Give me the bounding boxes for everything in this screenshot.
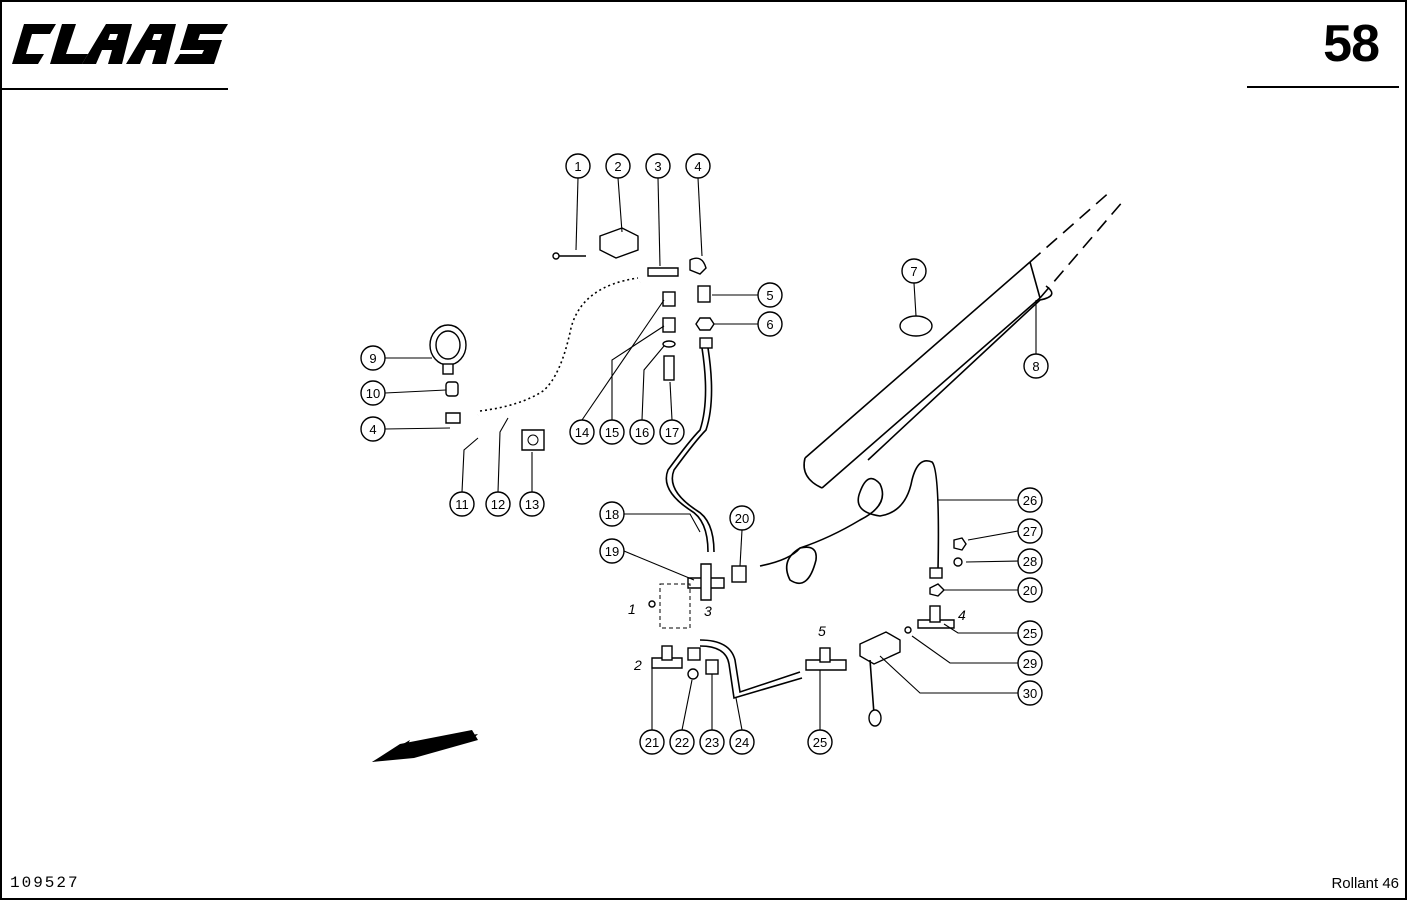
svg-text:29: 29	[1023, 656, 1037, 671]
callout-27: 27	[1017, 518, 1043, 544]
svg-text:22: 22	[675, 735, 689, 750]
callout-24: 24	[729, 729, 755, 755]
callout-7: 7	[901, 258, 927, 284]
pressure-gauge	[429, 324, 467, 424]
svg-text:30: 30	[1023, 686, 1037, 701]
callout-25-bottom: 25	[807, 729, 833, 755]
callout-6: 6	[757, 311, 783, 337]
distributor-block-2	[552, 227, 639, 260]
callout-26: 26	[1017, 487, 1043, 513]
callout-18: 18	[599, 501, 625, 527]
claas-logo	[12, 24, 228, 64]
svg-text:20: 20	[1023, 583, 1037, 598]
hose-clamp-7	[899, 315, 933, 337]
callout-1: 1	[565, 153, 591, 179]
callout-29: 29	[1017, 650, 1043, 676]
svg-text:4: 4	[694, 159, 701, 174]
header-rule-left	[0, 88, 228, 90]
svg-text:12: 12	[491, 497, 505, 512]
callout-3: 3	[645, 153, 671, 179]
svg-text:19: 19	[605, 544, 619, 559]
callout-28: 28	[1017, 548, 1043, 574]
port-label-5: 5	[818, 623, 826, 639]
lower-fittings	[687, 639, 847, 700]
svg-text:18: 18	[605, 507, 619, 522]
callout-14: 14	[569, 419, 595, 445]
callout-9: 9	[360, 345, 386, 371]
svg-text:23: 23	[705, 735, 719, 750]
callout-20-left: 20	[729, 505, 755, 531]
svg-text:4: 4	[369, 422, 376, 437]
svg-text:25: 25	[813, 735, 827, 750]
brake-valve-30	[859, 537, 967, 727]
svg-text:2: 2	[614, 159, 621, 174]
svg-text:20: 20	[735, 511, 749, 526]
callout-17: 17	[659, 419, 685, 445]
svg-text:11: 11	[455, 497, 469, 512]
hydraulic-hose-12	[477, 277, 641, 417]
svg-text:27: 27	[1023, 524, 1037, 539]
svg-text:24: 24	[735, 735, 749, 750]
svg-text:6: 6	[766, 317, 773, 332]
travel-direction-arrow-icon	[372, 730, 478, 762]
clamp-13	[521, 429, 545, 451]
callout-19: 19	[599, 538, 625, 564]
callout-23: 23	[699, 729, 725, 755]
svg-text:5: 5	[766, 288, 773, 303]
header-rule-right	[1247, 86, 1399, 88]
callout-16: 16	[629, 419, 655, 445]
callout-22: 22	[669, 729, 695, 755]
port-label-1: 1	[628, 601, 636, 617]
page-number: 58	[1323, 15, 1380, 73]
leader-lines	[384, 177, 1037, 731]
callout-11: 11	[449, 491, 475, 517]
callout-5: 5	[757, 282, 783, 308]
valve-block-1	[648, 583, 691, 669]
svg-text:14: 14	[575, 425, 589, 440]
svg-text:16: 16	[635, 425, 649, 440]
callout-25-right: 25	[1017, 620, 1043, 646]
port-label-2: 2	[633, 657, 642, 673]
svg-text:17: 17	[665, 425, 679, 440]
callout-13: 13	[519, 491, 545, 517]
svg-text:3: 3	[654, 159, 661, 174]
cross-fitting-19	[687, 563, 747, 601]
svg-text:1: 1	[574, 159, 581, 174]
callout-4-upper: 4	[685, 153, 711, 179]
svg-text:28: 28	[1023, 554, 1037, 569]
svg-text:21: 21	[645, 735, 659, 750]
document-number: 109527	[10, 874, 80, 892]
svg-text:15: 15	[605, 425, 619, 440]
svg-text:10: 10	[366, 386, 380, 401]
port-label-4: 4	[958, 607, 966, 623]
callout-15: 15	[599, 419, 625, 445]
callout-10: 10	[360, 380, 386, 406]
brake-pipe-18	[665, 347, 715, 553]
callout-21: 21	[639, 729, 665, 755]
callout-4-left: 4	[360, 416, 386, 442]
port-label-3: 3	[704, 603, 712, 619]
coiled-pipe	[759, 285, 1053, 585]
callout-30: 30	[1017, 680, 1043, 706]
callout-2: 2	[605, 153, 631, 179]
callout-20-right: 20	[1017, 577, 1043, 603]
svg-text:25: 25	[1023, 626, 1037, 641]
fittings-upper	[647, 257, 715, 381]
svg-text:26: 26	[1023, 493, 1037, 508]
callout-12: 12	[485, 491, 511, 517]
svg-text:13: 13	[525, 497, 539, 512]
svg-text:8: 8	[1032, 359, 1039, 374]
frame-beam	[803, 189, 1125, 489]
model-name: Rollant 46	[1331, 875, 1399, 892]
svg-text:7: 7	[910, 264, 917, 279]
callout-8: 8	[1023, 353, 1049, 379]
svg-text:9: 9	[369, 351, 376, 366]
